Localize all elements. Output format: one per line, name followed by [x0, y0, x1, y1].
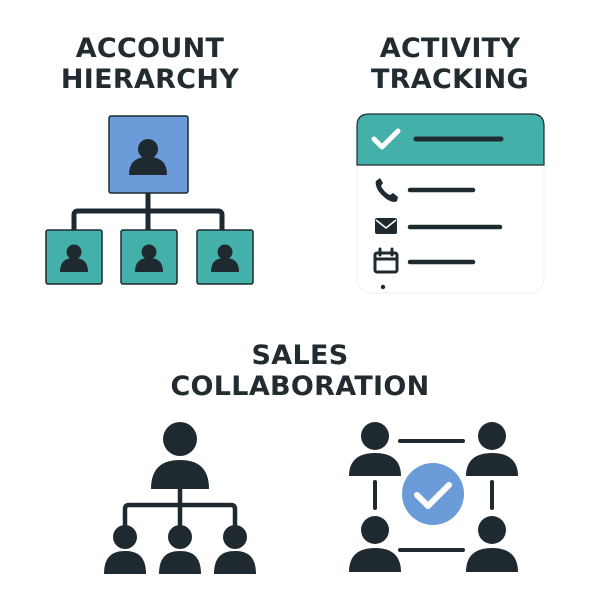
person-icon — [159, 525, 201, 574]
check-badge-icon — [402, 463, 464, 525]
more-indicator-dot — [380, 284, 386, 290]
team-connectors — [122, 486, 238, 528]
activity-tracking-title-line2: TRACKING — [370, 64, 530, 95]
person-icon — [466, 422, 518, 476]
account-hierarchy-title: ACCOUNT HIERARCHY — [30, 33, 270, 95]
activity-tracking-title-line1: ACTIVITY — [379, 33, 521, 64]
check-icon — [371, 128, 401, 150]
account-child-node — [45, 229, 103, 285]
network-links — [373, 439, 494, 552]
sales-collaboration-title-line1: SALES — [251, 340, 349, 371]
sales-collaboration-title-line2: COLLABORATION — [170, 371, 430, 402]
person-icon — [151, 422, 209, 489]
account-parent-node — [108, 115, 189, 194]
account-hierarchy-diagram — [45, 115, 254, 285]
activity-tracking-title: ACTIVITY TRACKING — [330, 33, 570, 95]
calendar-icon — [373, 247, 399, 274]
account-child-node — [120, 229, 178, 285]
phone-icon — [375, 178, 398, 202]
person-icon — [466, 516, 518, 572]
sales-collaboration-title: SALES COLLABORATION — [150, 340, 450, 402]
activity-row-call — [375, 178, 476, 202]
person-icon — [349, 516, 401, 572]
sales-collab-network — [349, 422, 518, 572]
person-icon — [104, 525, 146, 574]
mail-icon — [375, 218, 397, 234]
activity-tracking-card — [356, 113, 545, 294]
sales-team-tree — [104, 422, 256, 574]
activity-row-email — [375, 218, 503, 234]
account-child-node — [196, 229, 254, 285]
person-icon — [349, 422, 401, 476]
activity-row-meeting — [373, 247, 476, 274]
person-icon — [214, 525, 256, 574]
hierarchy-connectors — [71, 190, 225, 233]
account-hierarchy-title-line1: ACCOUNT — [75, 33, 225, 64]
account-hierarchy-title-line2: HIERARCHY — [60, 64, 240, 95]
